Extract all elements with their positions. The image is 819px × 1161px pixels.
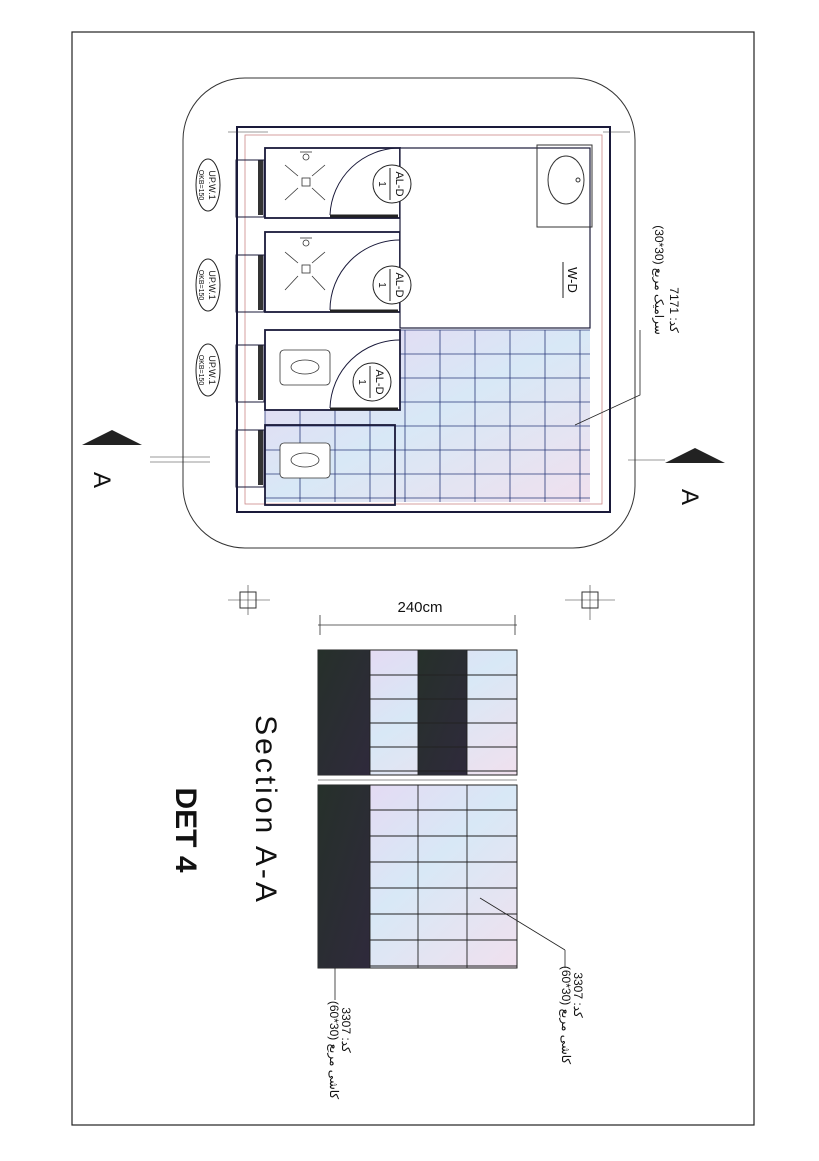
- wall-tile-note: کاشی مربع (30*60): [327, 1001, 341, 1100]
- window: [258, 160, 263, 215]
- door-swing: [329, 239, 401, 311]
- sink-icon: [536, 144, 593, 228]
- leader-line: [574, 330, 641, 426]
- window-tag-okb: OKB=150: [197, 270, 204, 301]
- door-tag-num: 1: [356, 379, 367, 385]
- detail-label: DET 4: [169, 787, 202, 872]
- toilet-stall-2: [264, 424, 396, 506]
- wall-tile-code: کد: 3307: [339, 1007, 353, 1053]
- door-tag-code: AL-D: [393, 272, 405, 297]
- wall-tile-code: کد: 3307: [571, 972, 585, 1018]
- section-mark-left: A: [88, 472, 115, 488]
- plan-boundary: [182, 77, 636, 549]
- window-tag-okb: OKB=150: [197, 355, 204, 386]
- dark-tile-band: [318, 650, 370, 775]
- door-swing: [329, 147, 401, 216]
- main-door-tag: W-D: [565, 267, 580, 293]
- section-title: Section A-A: [249, 715, 282, 905]
- section-arrow-left: [82, 430, 142, 445]
- window: [258, 430, 263, 485]
- dark-tile-band: [418, 650, 467, 775]
- corridor: [399, 147, 591, 329]
- door-swing: [329, 339, 401, 409]
- section-arrow-right: [665, 448, 725, 463]
- floor-tile-note: سرامیک مربع (30*30): [652, 225, 666, 335]
- door-tags: AL-D 1 AL-D 1 AL-D 1: [352, 164, 412, 402]
- window-tag-code: UP.W.1: [207, 170, 217, 199]
- sheet-border: [71, 31, 755, 1126]
- window-tags: UP.W.1 OKB=150 UP.W.1 OKB=150 UP.W.1 OKB…: [195, 158, 221, 397]
- wall-tile-note: کاشی مربع (30*60): [559, 966, 573, 1065]
- dimension-label: 240cm: [397, 599, 442, 616]
- section-elevation: [317, 649, 566, 1000]
- window: [258, 345, 263, 400]
- window-tag-okb: OKB=150: [197, 170, 204, 201]
- squat-toilet-icon: [279, 349, 331, 479]
- window-tag-code: UP.W.1: [207, 270, 217, 299]
- floor-plan: [82, 77, 725, 620]
- window-tag-code: UP.W.1: [207, 355, 217, 384]
- window: [258, 255, 263, 310]
- outer-wall: [236, 126, 611, 513]
- door-tag-code: AL-D: [393, 171, 405, 196]
- door-tag-num: 1: [376, 282, 387, 288]
- floor-tile-code: کد: 7171: [667, 287, 681, 333]
- dark-tile-band: [318, 785, 370, 968]
- door-tag-code: AL-D: [373, 369, 385, 394]
- section-mark-right: A: [676, 489, 703, 505]
- dimension-line: 240cm: [318, 599, 517, 635]
- leader-line: [479, 897, 566, 951]
- door-tag-num: 1: [376, 181, 387, 187]
- shower-drain-icon: [284, 151, 326, 291]
